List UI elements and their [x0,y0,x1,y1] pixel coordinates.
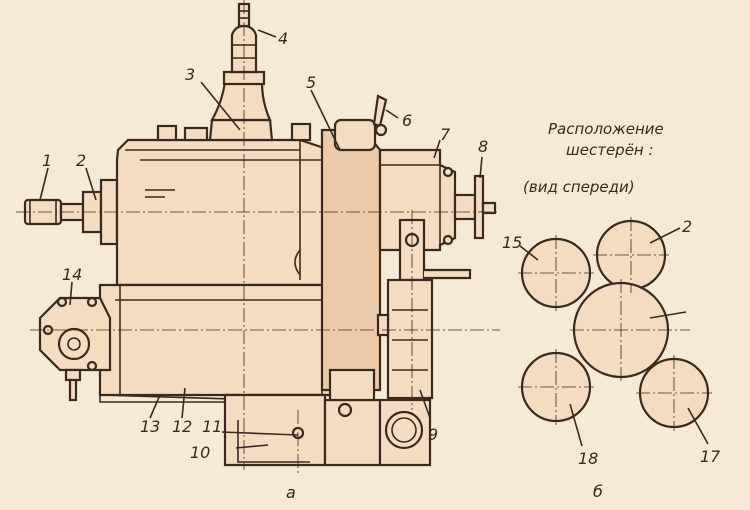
gear-layout-title-2: шестерён : [566,141,654,159]
output-shaft [453,193,477,221]
shifter-housing [208,118,274,142]
subfigure-label-a: а [286,483,296,502]
gear-label-18: 18 [578,449,598,468]
label-11: 11 [202,417,222,436]
subfigure-label-b: б [593,482,603,501]
middle-housing [320,128,382,392]
pto-housing [386,278,434,400]
label-12: 12 [172,417,192,436]
gear-layout-view: Расположение шестерён : (вид спереди) [502,120,721,501]
gear-layout-title-1: Расположение [548,120,664,138]
lower-housing [98,283,342,397]
control-lever [372,94,388,128]
leader-lines [39,29,483,449]
gear-label-17: 17 [700,447,721,466]
gear-layout-title-3: (вид спереди) [523,178,635,196]
label-7: 7 [440,125,451,144]
gear-leader-lines [519,227,709,447]
oil-pan [223,393,327,467]
label-10: 10 [190,443,210,462]
output-flange [473,174,485,240]
label-13: 13 [140,417,160,436]
gear-label-2: 2 [682,217,692,236]
label-5: 5 [306,73,316,92]
upper-housing [115,138,332,287]
label-4: 4 [278,29,288,48]
gear-label-15: 15 [502,233,522,252]
gear-centerlines [518,217,712,431]
label-2: 2 [76,151,86,170]
label-1: 1 [42,151,52,170]
label-8: 8 [478,137,488,156]
label-14: 14 [62,265,82,284]
gearbox-view: 1 2 3 4 5 6 7 8 9 10 11 12 13 14 а [16,0,500,502]
label-6: 6 [402,111,412,130]
label-9: 9 [428,425,438,444]
shift-tower [210,80,272,122]
label-3: 3 [185,65,195,84]
